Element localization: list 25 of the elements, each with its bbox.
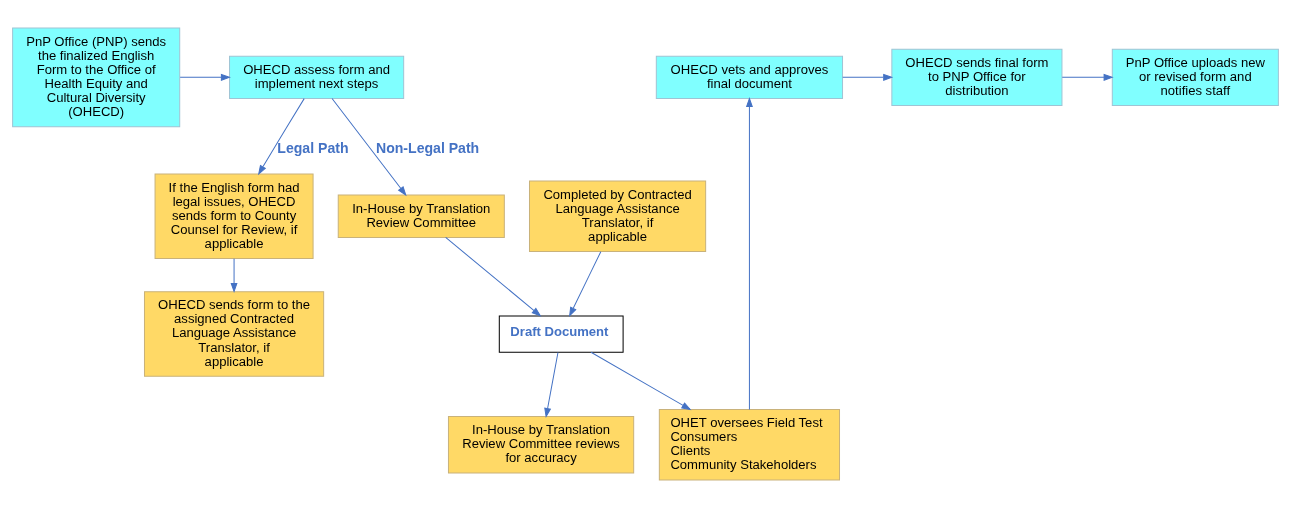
edge-label: Non-Legal Path [375,140,480,157]
arrow [544,352,559,419]
node-box: In-House by Translation Review Committee [337,194,505,238]
node-box: OHECD assess form and implement next steps [229,55,405,99]
arrow [179,73,231,81]
node-box: OHET oversees Field Test Consumers Clients Community Stakeholders [658,409,841,481]
arrow [230,258,238,293]
arrow [590,351,692,411]
edge-label: Legal Path [277,140,349,157]
arrow [569,251,602,317]
arrow [745,97,753,410]
arrow [331,98,407,197]
node-box: OHECD sends form to the assigned Contracted Language Assistance Translator, if applicable [143,291,325,377]
node-box: OHECD vets and approves final document [655,55,844,99]
arrow [842,73,894,81]
arrow [1061,73,1114,81]
arrow [445,236,542,317]
node-box: Draft Document [498,315,624,353]
node-box: PnP Office uploads new or revised form and notifies staff [1111,48,1279,107]
arrow [257,98,305,176]
node-box: If the English form had legal issues, OHECD sends form to County Counsel for Review, if applicable [154,173,314,260]
node-box: In-House by Translation Review Committee reviews for accuracy [447,416,635,474]
node-box: Completed by Contracted Language Assistance Translator, if applicable [529,180,707,252]
node-box: PnP Office (PNP) sends the finalized English Form to the Office of Health Equity and Cultural Diversity (OHECD) [12,27,181,128]
node-box: OHECD sends final form to PNP Office for distribution [891,48,1063,107]
